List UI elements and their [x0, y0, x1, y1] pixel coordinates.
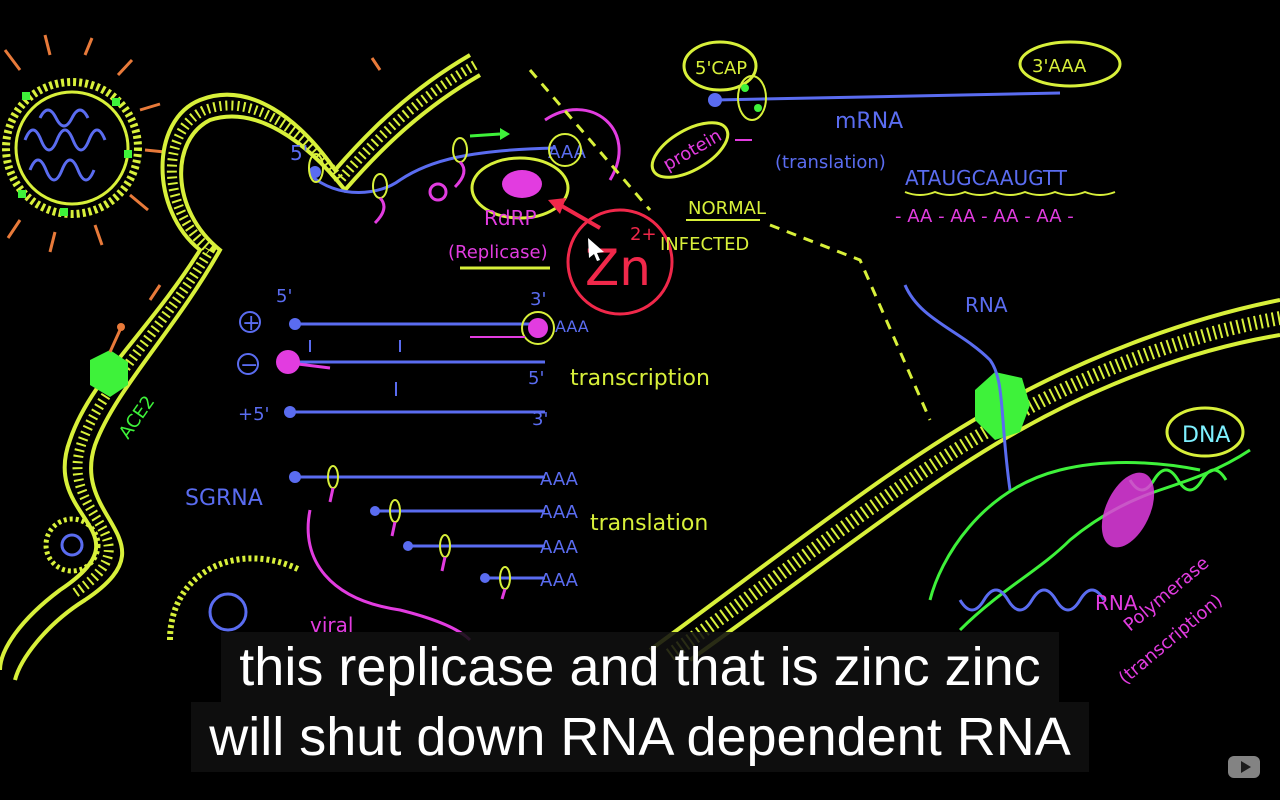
replicase-label: (Replicase): [448, 242, 548, 263]
ace2-label: ACE2: [115, 392, 159, 443]
subtitle-captions: this replicase and that is zinc zinc wil…: [120, 632, 1160, 772]
protein-ellipse: [650, 121, 730, 179]
plus-strand-three-prime: 3': [530, 289, 546, 310]
minus-strand-five-prime: 5': [528, 368, 544, 389]
translation-label: translation: [590, 511, 708, 536]
five-cap-label: 5'CAP: [695, 58, 747, 79]
rna-label: RNA: [965, 293, 1008, 317]
zinc-charge-label: 2+: [630, 224, 657, 245]
sgrna-aaa-3: AAA: [540, 537, 579, 558]
genome-five-prime-label: 5': [290, 141, 308, 165]
sgrna-aaa-1: AAA: [540, 469, 579, 490]
mrna-label: mRNA: [835, 109, 903, 134]
rdrp-replicase: RdRP (Replicase): [448, 156, 601, 270]
replication-strands: + 5' 3' AAA − 5' transcription +5' 3': [237, 286, 710, 430]
caption-line-1: this replicase and that is zinc zinc: [221, 632, 1059, 702]
rdrp-label: RdRP: [484, 206, 537, 230]
sgrna-ladder: SGRNA AAA AAA AAA AAA translation viral: [185, 465, 708, 642]
three-aaa-label: 3'AAA: [1032, 56, 1087, 77]
normal-label: NORMAL: [688, 198, 766, 219]
nuclear-pore: RNA: [903, 284, 1030, 491]
caption-line-2: will shut down RNA dependent RNA: [191, 702, 1089, 772]
sgrna-aaa-2: AAA: [540, 502, 579, 523]
sequence-label: ATAUGCAAUGTT: [905, 166, 1068, 190]
endosome: [43, 516, 302, 641]
genome-aaa-label: AAA: [548, 142, 587, 163]
protein-label: protein: [660, 125, 726, 175]
viral-genome-strand: 5' AAA: [290, 108, 621, 225]
normal-infected-divider: NORMAL INFECTED: [528, 69, 932, 421]
infected-label: INFECTED: [660, 234, 749, 255]
amino-acid-chain-label: - AA - AA - AA - AA -: [895, 206, 1074, 227]
sgrna-aaa-4: AAA: [540, 570, 579, 591]
virus-particle: [2, 34, 166, 253]
translation-paren-label: (translation): [775, 152, 886, 173]
plus-five-strand-label: +5': [238, 404, 269, 425]
ace2-receptor: ACE2: [90, 57, 382, 443]
host-mrna: 5'CAP 3'AAA protein mRNA (translation) A…: [650, 40, 1122, 227]
cursor-icon: [588, 238, 604, 261]
dna-label: DNA: [1182, 423, 1230, 448]
rna-polymerase-label-1: RNA: [1095, 591, 1138, 615]
plus-strand-aaa: AAA: [555, 317, 589, 336]
youtube-logo-icon[interactable]: [1228, 756, 1260, 778]
plus-five-strand-three-prime: 3': [532, 409, 548, 430]
zinc-ion: Zn 2+: [566, 208, 674, 316]
sgrna-label: SGRNA: [185, 486, 263, 511]
transcription-label: transcription: [570, 366, 710, 391]
plus-strand-five-prime: 5': [276, 286, 292, 307]
